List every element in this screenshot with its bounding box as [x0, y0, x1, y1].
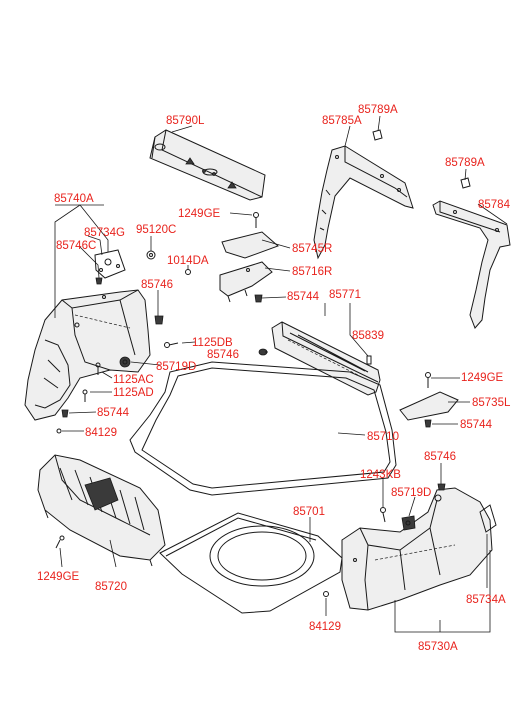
- label-1249GE-right: 1249GE: [461, 372, 504, 384]
- clip-85746-right: [437, 483, 446, 491]
- label-85719D-right: 85719D: [391, 487, 431, 499]
- label-85745R: 85745R: [292, 243, 332, 255]
- bolt-1125AD: [82, 389, 88, 402]
- plug-84129-bottom: [323, 591, 329, 597]
- right-side-trim: [341, 487, 493, 611]
- label-85789A-top: 85789A: [358, 104, 398, 116]
- rear-lower-panel: [37, 454, 166, 567]
- label-85734G: 85734G: [84, 227, 125, 239]
- bolt-1243KB: [380, 507, 386, 523]
- clip-85746C: [95, 277, 103, 285]
- label-85744-left: 85744: [97, 407, 130, 419]
- label-85784: 85784: [478, 199, 511, 211]
- screw-1249GE-bottom: [55, 535, 65, 549]
- label-85746-right: 85746: [424, 451, 456, 463]
- label-1125AD: 1125AD: [113, 387, 154, 399]
- clip-85789A-top: [372, 129, 383, 141]
- trunk-floor-mat: [129, 361, 397, 496]
- label-85710: 85710: [367, 431, 399, 443]
- label-85730A: 85730A: [418, 641, 458, 653]
- label-84129-left: 84129: [85, 427, 117, 439]
- label-1243KB: 1243KB: [360, 469, 401, 481]
- plug-84129-left: [56, 428, 62, 434]
- clip-85839: [366, 355, 372, 365]
- cover-85745R: [221, 231, 279, 259]
- nut-1014DA: [185, 269, 191, 275]
- fastener-85744-mid: [254, 294, 263, 303]
- clip-85789A-right: [460, 177, 471, 189]
- bolt-1125DB: [164, 342, 179, 348]
- label-85734A: 85734A: [466, 594, 506, 606]
- label-85771: 85771: [329, 289, 361, 301]
- screw-1249GE-right: [425, 372, 431, 388]
- label-1249GE-bottom: 1249GE: [37, 571, 80, 583]
- label-85789A-right: 85789A: [445, 157, 485, 169]
- clip-85746-left: [154, 315, 164, 325]
- bracket-85716R: [219, 261, 273, 303]
- label-85719D-left: 85719D: [156, 361, 196, 373]
- fastener-85744-right: [424, 419, 432, 428]
- leader-lines: [54, 115, 508, 633]
- rear-panel-trim: [271, 321, 381, 396]
- bracket-85734A: [479, 504, 497, 533]
- spare-tire-cover: [159, 512, 343, 614]
- cover-85735L: [399, 391, 459, 421]
- label-85740A: 85740A: [54, 193, 94, 205]
- quarter-upper-trim: [313, 145, 414, 260]
- grommet-95120C: [146, 250, 156, 260]
- label-84129-bottom: 84129: [309, 621, 341, 633]
- label-85746-left: 85746: [141, 279, 173, 291]
- part-labels: 85790L 85789A 85785A 85789A 85784 85740A…: [37, 104, 511, 653]
- label-95120C: 95120C: [136, 224, 176, 236]
- label-1125AC: 1125AC: [113, 374, 154, 386]
- label-1125DB: 1125DB: [192, 337, 233, 349]
- label-85735L: 85735L: [472, 397, 511, 409]
- screw-1249GE-top: [253, 212, 259, 228]
- label-85746C: 85746C: [56, 240, 96, 252]
- rear-garnish-panel: [149, 129, 266, 201]
- label-1249GE-top: 1249GE: [178, 208, 221, 220]
- left-side-trim: [24, 289, 151, 421]
- label-85746-mid: 85746: [207, 349, 239, 361]
- bolt-1125AC: [95, 362, 101, 375]
- label-85716R: 85716R: [292, 266, 332, 278]
- label-85790L: 85790L: [166, 115, 205, 127]
- label-85785A: 85785A: [322, 115, 362, 127]
- clip-85719D-right: [401, 515, 416, 531]
- bracket-85734G: [94, 249, 126, 279]
- label-85839: 85839: [352, 330, 384, 342]
- label-85720: 85720: [95, 581, 127, 593]
- fastener-85744-left: [61, 409, 69, 418]
- quarter-upper-trim-right: [432, 200, 511, 329]
- label-85744-right: 85744: [460, 419, 493, 431]
- label-85701: 85701: [293, 506, 325, 518]
- label-1014DA: 1014DA: [167, 255, 209, 267]
- label-85744-mid: 85744: [287, 291, 320, 303]
- clip-85719D-left: [119, 356, 131, 368]
